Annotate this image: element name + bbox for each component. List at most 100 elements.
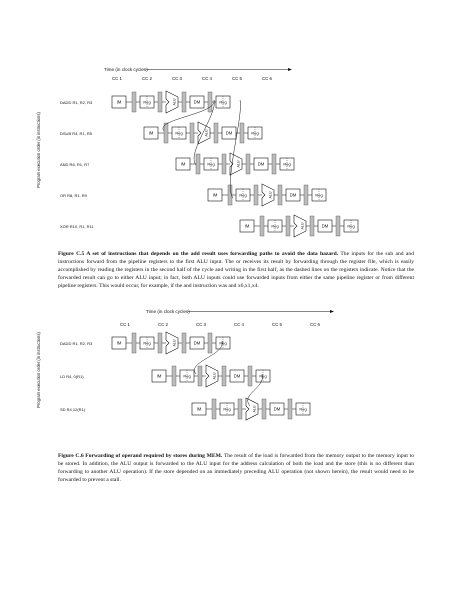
figure-c5-cycle-label: CC 5 <box>232 76 243 81</box>
alu-shape <box>165 90 179 114</box>
figure-c6-instruction-label: DADD R1, R2, R3 <box>60 341 93 346</box>
pipeline-register-bar <box>207 332 213 354</box>
data-memory-label: DM <box>194 341 201 346</box>
figure-c5-caption: Figure C.5 A set of instructions that de… <box>58 250 414 290</box>
figure-c6-pipeline-row: IM Reg ALU DM Reg <box>191 397 311 421</box>
pipeline-register-bar <box>131 91 137 113</box>
figure-c5-instruction-label: OR R8, R1, R9 <box>60 193 88 198</box>
figure-c5-pipeline-row: IM Reg ALU DM Reg <box>239 214 359 238</box>
register-writeback-label: Reg <box>315 193 322 198</box>
pipeline-register-bar <box>277 184 283 206</box>
register-file-label: Reg <box>143 100 150 105</box>
register-file-label: Reg <box>183 374 190 379</box>
data-memory-label: DM <box>234 374 241 379</box>
alu-shape <box>165 331 179 355</box>
figure-c6-time-label: Time (in clock cycles) <box>146 309 190 314</box>
figure-c5-instruction-label: DADD R1, R2, R3 <box>60 100 93 105</box>
register-writeback-label: Reg <box>299 407 306 412</box>
pipeline-register-bar <box>189 122 195 144</box>
figure-c6-caption-body: The result of the load is forwarded from… <box>58 453 414 484</box>
register-writeback-label: Reg <box>219 100 226 105</box>
pipeline-register-bar <box>271 153 277 175</box>
pipeline-register-bar <box>181 91 187 113</box>
pipeline-register-bar <box>171 365 177 387</box>
register-file-label: Reg <box>223 407 230 412</box>
figure-c5-caption-body: The inputs for the sub and and instructi… <box>58 251 414 290</box>
pipeline-register-bar <box>221 153 227 175</box>
register-file-label: Reg <box>175 131 182 136</box>
pipeline-register-bar <box>197 365 203 387</box>
alu-label: ALU <box>269 191 273 198</box>
instruction-memory-label: IM <box>197 407 202 412</box>
pipeline-register-bar <box>287 398 293 420</box>
register-file-label: Reg <box>207 162 214 167</box>
data-memory-label: DM <box>226 131 233 136</box>
alu-shape <box>205 364 219 388</box>
data-memory-label: DM <box>274 407 281 412</box>
figure-c5-cycle-label: CC 4 <box>202 76 213 81</box>
data-memory-label: DM <box>322 224 329 229</box>
pipeline-register-bar <box>237 398 243 420</box>
forwarding-path-line <box>162 99 215 132</box>
register-writeback-label: Reg <box>347 224 354 229</box>
alu-shape <box>261 183 275 207</box>
pipeline-register-bar <box>213 122 219 144</box>
figure-c5-cycle-label: CC 1 <box>112 76 123 81</box>
alu-label: ALU <box>237 160 241 167</box>
pipeline-register-bar <box>261 398 267 420</box>
pipeline-register-bar <box>309 215 315 237</box>
figure-c5-caption-title: Figure C.5 A set of instructions that de… <box>58 251 339 257</box>
figure-c6-cycle-label: CC 1 <box>120 322 131 327</box>
register-writeback-label: Reg <box>219 341 226 346</box>
pipeline-register-bar <box>157 91 163 113</box>
figure-c6-cycle-label: CC 5 <box>272 322 283 327</box>
figure-c5-instruction-label: AND R6, R1, R7 <box>60 162 90 167</box>
figure-c6-cycle-label: CC 2 <box>158 322 169 327</box>
figure-c5-time-label: Time (in clock cycles) <box>104 67 148 72</box>
figure-c5-time-arrowhead <box>288 68 292 71</box>
instruction-memory-label: IM <box>117 100 122 105</box>
forwarding-path-line <box>194 340 223 375</box>
alu-label: ALU <box>205 129 209 136</box>
instruction-memory-label: IM <box>245 224 250 229</box>
figure-c5-instruction-label: DSUB R4, R1, R5 <box>60 131 93 136</box>
alu-label: ALU <box>173 98 177 105</box>
alu-label: ALU <box>253 405 257 412</box>
pipeline-register-bar <box>285 215 291 237</box>
register-writeback-label: Reg <box>251 131 258 136</box>
pipeline-register-bar <box>221 365 227 387</box>
pipeline-register-bar <box>157 332 163 354</box>
pipeline-register-bar <box>211 398 217 420</box>
instruction-memory-label: IM <box>213 193 218 198</box>
pipeline-register-bar <box>245 153 251 175</box>
figure-c6-instruction-label: LD R4, 0(R1) <box>60 374 84 379</box>
data-memory-label: DM <box>290 193 297 198</box>
figure-c5-pipeline-row: IM Reg ALU DM Reg <box>143 121 263 145</box>
figure-c5-instruction-label: XOR R10, R1, R11 <box>60 224 94 229</box>
figure-c6-instruction-label: SD R4,12(R1) <box>60 407 86 412</box>
alu-label: ALU <box>173 339 177 346</box>
alu-label: ALU <box>301 222 305 229</box>
figure-c6-caption: Figure C.6 Forwarding of operand require… <box>58 452 414 484</box>
pipeline-register-bar <box>195 153 201 175</box>
pipeline-register-bar <box>131 332 137 354</box>
pipeline-register-bar <box>239 122 245 144</box>
figure-c5-cycle-label: CC 6 <box>262 76 273 81</box>
figure-c5-side-label: Program execution order (in instructions… <box>36 112 41 188</box>
figure-c6-caption-title: Figure C.6 Forwarding of operand require… <box>58 453 223 459</box>
instruction-memory-label: IM <box>149 131 154 136</box>
instruction-memory-label: IM <box>117 341 122 346</box>
register-file-label: Reg <box>271 224 278 229</box>
pipeline-register-bar <box>335 215 341 237</box>
figure-c6-cycle-label: CC 4 <box>234 322 245 327</box>
alu-label: ALU <box>213 372 217 379</box>
pipeline-register-bar <box>253 184 259 206</box>
pipeline-register-bar <box>207 91 213 113</box>
pipeline-register-bar <box>163 122 169 144</box>
register-writeback-label: Reg <box>259 374 266 379</box>
forwarding-path-line <box>230 99 241 199</box>
